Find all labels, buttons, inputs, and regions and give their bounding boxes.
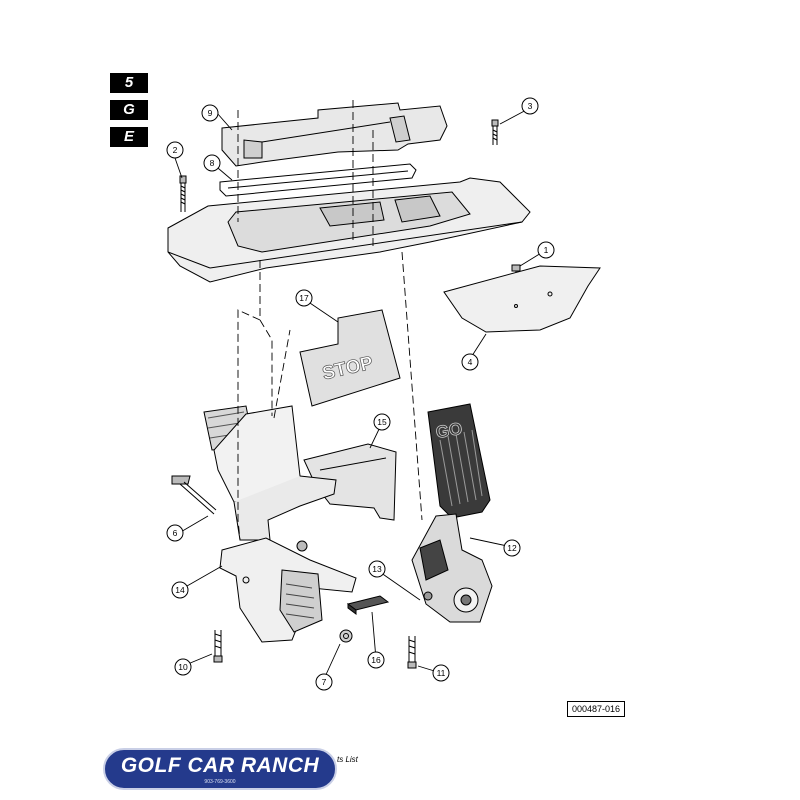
callout-11: 11 [432, 664, 450, 682]
caption-fragment: ts List [337, 755, 358, 764]
callout-16: 16 [367, 651, 385, 669]
part-11-bolt [407, 636, 417, 669]
tab-g: G [110, 100, 148, 120]
callout-2: 2 [166, 141, 184, 159]
part-16-bumper [346, 595, 390, 615]
callout-9: 9 [201, 104, 219, 122]
callout-14: 14 [171, 581, 189, 599]
tab-e: E [110, 127, 148, 147]
part-2-bolt [179, 175, 187, 212]
svg-text:12: 12 [507, 543, 517, 553]
svg-text:17: 17 [299, 293, 309, 303]
svg-text:2: 2 [173, 145, 178, 155]
callout-12: 12 [503, 539, 521, 557]
callout-7: 7 [315, 673, 333, 691]
svg-text:6: 6 [173, 528, 178, 538]
part-6-rod [171, 475, 217, 515]
svg-text:3: 3 [528, 101, 533, 111]
alignment-lines [237, 100, 423, 541]
svg-text:15: 15 [377, 417, 387, 427]
golf-car-ranch-logo: GOLF CAR RANCH 903-769-3600 [103, 748, 337, 790]
callout-10: 10 [174, 658, 192, 676]
callouts: 1 2 3 4 6 7 8 9 10 11 12 13 14 15 16 17 [166, 97, 555, 691]
brake-pedal-assembly [203, 405, 357, 643]
tab-5: 5 [110, 73, 148, 93]
callout-4: 4 [461, 353, 479, 371]
svg-text:13: 13 [372, 564, 382, 574]
svg-text:10: 10 [178, 662, 188, 672]
logo-title: GOLF CAR RANCH [120, 754, 320, 777]
callout-6: 6 [166, 524, 184, 542]
callout-13: 13 [368, 560, 386, 578]
part-12-accelerator-pedal: GO [411, 403, 493, 623]
svg-text:16: 16 [371, 655, 381, 665]
callout-3: 3 [521, 97, 539, 115]
part-4-plate [443, 265, 601, 333]
svg-text:8: 8 [210, 158, 215, 168]
figure-number: 000487-016 [567, 701, 625, 717]
svg-text:14: 14 [175, 585, 185, 595]
part-17-stop-pad: STOP [299, 309, 401, 407]
svg-text:7: 7 [322, 677, 327, 687]
part-1-screw [511, 264, 521, 304]
svg-text:4: 4 [468, 357, 473, 367]
part-10-bolt [213, 630, 223, 663]
floor-base-plate [167, 177, 531, 283]
part-7-nut [339, 629, 353, 643]
svg-text:1: 1 [544, 245, 549, 255]
svg-text:9: 9 [208, 108, 213, 118]
part-3-bolt [491, 119, 499, 145]
callout-17: 17 [295, 289, 313, 307]
part-9-cover-plate [221, 102, 448, 167]
callout-1: 1 [537, 241, 555, 259]
callout-8: 8 [203, 154, 221, 172]
logo-phone: 903-769-3600 [204, 779, 236, 785]
callout-15: 15 [373, 413, 391, 431]
part-8-gasket [219, 163, 417, 197]
svg-text:11: 11 [437, 668, 446, 678]
